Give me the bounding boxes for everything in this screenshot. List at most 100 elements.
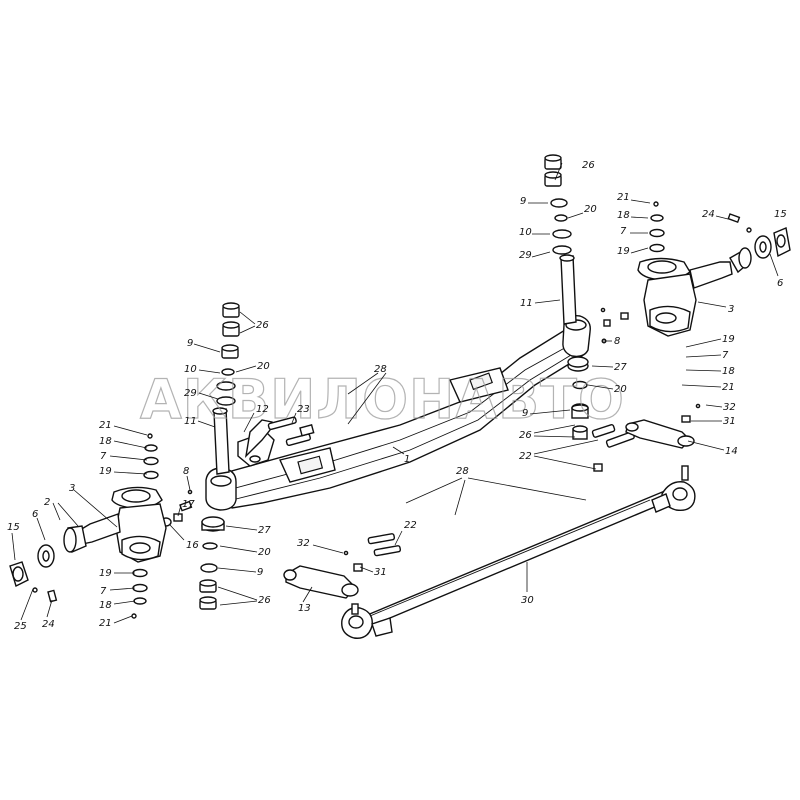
leader-line: [302, 586, 313, 603]
leader-line: [113, 600, 136, 605]
part-number-label: 26: [258, 595, 271, 606]
part-number-label: 26: [582, 160, 595, 171]
leader-line: [533, 435, 576, 438]
leader-line: [533, 424, 576, 434]
part-number-label: 7: [100, 451, 107, 462]
part-number-label: 18: [99, 436, 112, 447]
part-number-label: 26: [519, 430, 532, 441]
part-number-label: 16: [186, 540, 199, 551]
part-number-label: 20: [584, 204, 597, 215]
leader-line: [239, 311, 256, 325]
leader-line: [52, 502, 61, 521]
part-number-label: 6: [777, 278, 783, 289]
part-number-label: 17: [182, 499, 195, 510]
part-number-label: 19: [617, 246, 630, 257]
right-steering-knuckle: [637, 213, 791, 337]
leader-line: [193, 343, 221, 353]
part-number-label: 7: [620, 226, 627, 237]
part-number-label: 28: [456, 466, 469, 477]
leader-line: [197, 420, 216, 428]
leader-line: [225, 525, 258, 531]
part-number-label: 11: [184, 416, 197, 427]
right-steering-arm: [625, 403, 701, 449]
part-number-label: 25: [14, 621, 27, 632]
part-number-label: 24: [702, 209, 715, 220]
part-number-label: 21: [99, 420, 112, 431]
leader-line: [685, 338, 722, 348]
leader-line: [217, 586, 258, 601]
part-number-label: 24: [42, 619, 55, 630]
leader-line: [591, 365, 614, 368]
part-number-label: 9: [520, 196, 526, 207]
leader-line: [73, 489, 118, 528]
part-number-label: 1: [404, 454, 410, 465]
leader-line: [630, 216, 649, 219]
leader-line: [567, 212, 584, 219]
part-number-label: 20: [258, 547, 271, 558]
right-right-washers: [649, 201, 665, 253]
left-kingpin-boss: [205, 407, 237, 511]
part-number-label: 8: [183, 466, 189, 477]
part-number-label: 19: [99, 466, 112, 477]
leader-line: [219, 600, 258, 606]
leader-line: [169, 524, 185, 541]
leader-line: [531, 251, 551, 258]
axle-beam: [208, 329, 589, 509]
part-number-label: 22: [519, 451, 532, 462]
leader-line: [109, 587, 136, 591]
leader-line: [312, 544, 344, 554]
part-number-label: 23: [297, 404, 310, 415]
leader-line: [57, 502, 79, 527]
part-number-label: 18: [722, 366, 735, 377]
leader-line: [217, 567, 257, 573]
leader-line: [392, 446, 405, 455]
part-number-label: 2: [44, 497, 50, 508]
left-hardware: [160, 489, 225, 610]
leader-line: [219, 545, 258, 553]
leader-line: [46, 599, 53, 618]
leader-line: [454, 479, 466, 516]
leader-line: [705, 404, 723, 408]
part-number-label: 20: [257, 361, 270, 372]
leader-line: [177, 504, 182, 517]
left-upper-stack: [216, 302, 240, 406]
leader-line: [11, 532, 16, 561]
part-number-label: 32: [723, 402, 736, 413]
leader-line: [394, 530, 403, 546]
leader-line: [347, 372, 379, 395]
leader-line: [467, 477, 587, 501]
leader-line: [186, 475, 191, 491]
part-number-label: 29: [184, 388, 197, 399]
part-number-label: 11: [520, 298, 533, 309]
part-number-label: 21: [722, 382, 735, 393]
part-number-label: 13: [298, 603, 311, 614]
right-hardware: [567, 307, 635, 472]
part-number-label: 29: [519, 250, 532, 261]
leader-line: [113, 471, 148, 475]
part-number-label: 6: [32, 509, 38, 520]
part-number-label: 10: [519, 227, 532, 238]
part-number-label: 8: [614, 336, 620, 347]
leader-line: [36, 517, 46, 541]
part-number-label: 15: [7, 522, 20, 533]
part-number-label: 26: [256, 320, 269, 331]
tie-rod: [341, 465, 696, 639]
right-kingpin-boss: [559, 254, 591, 358]
part-number-label: 18: [617, 210, 630, 221]
part-number-label: 19: [99, 568, 112, 579]
part-number-label: 28: [374, 364, 387, 375]
leader-line: [533, 455, 597, 470]
leader-line: [113, 425, 148, 436]
leader-line: [359, 566, 374, 573]
leader-line: [554, 162, 563, 181]
part-number-label: 31: [374, 567, 387, 578]
right-upper-stack: [544, 154, 572, 255]
leader-line: [630, 199, 651, 204]
part-number-label: 9: [522, 408, 528, 419]
leader-line: [198, 369, 221, 374]
part-number-label: 7: [100, 586, 107, 597]
leader-line: [630, 247, 649, 254]
leader-line: [687, 440, 725, 451]
part-number-label: 21: [617, 192, 630, 203]
